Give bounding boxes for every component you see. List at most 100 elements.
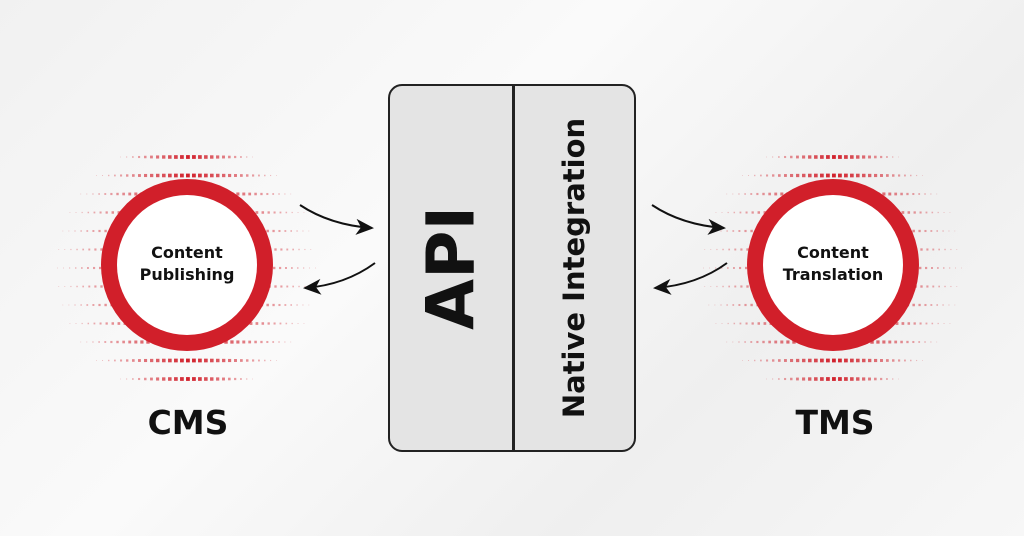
halftone-dot bbox=[925, 266, 928, 270]
halftone-dot bbox=[86, 304, 89, 306]
halftone-dot bbox=[104, 303, 107, 307]
halftone-dot bbox=[272, 229, 275, 233]
halftone-dot bbox=[291, 267, 293, 269]
halftone-dot bbox=[246, 174, 249, 177]
halftone-dot bbox=[738, 341, 740, 343]
halftone-dot bbox=[186, 173, 190, 178]
halftone-dot bbox=[114, 359, 116, 362]
halftone-dot bbox=[937, 267, 939, 269]
halftone-dot bbox=[296, 304, 298, 306]
halftone-dot bbox=[728, 248, 731, 251]
halftone-dot bbox=[110, 192, 113, 196]
halftone-dot bbox=[302, 304, 304, 306]
halftone-dot bbox=[954, 230, 956, 232]
halftone-dot bbox=[156, 155, 160, 159]
halftone-dot bbox=[876, 340, 880, 344]
halftone-dot bbox=[913, 322, 916, 325]
halftone-dot bbox=[192, 377, 196, 381]
halftone-dot bbox=[86, 341, 88, 343]
halftone-dot bbox=[820, 377, 824, 381]
halftone-dot bbox=[272, 341, 275, 343]
halftone-dot bbox=[240, 156, 242, 158]
halftone-dot bbox=[750, 341, 753, 343]
halftone-dot bbox=[796, 155, 799, 159]
halftone-dot bbox=[116, 340, 119, 344]
halftone-dot bbox=[198, 173, 202, 178]
halftone-dot bbox=[898, 174, 901, 177]
halftone-dot bbox=[714, 230, 716, 232]
halftone-dot bbox=[210, 358, 214, 363]
halftone-dot bbox=[942, 230, 944, 232]
tms-circle-line-1: Content bbox=[797, 243, 869, 262]
halftone-dot bbox=[230, 340, 234, 344]
halftone-dot bbox=[290, 304, 293, 306]
halftone-dot bbox=[762, 192, 765, 196]
halftone-dot bbox=[722, 285, 724, 288]
halftone-dot bbox=[138, 155, 141, 159]
halftone-dot bbox=[162, 155, 166, 159]
halftone-dot bbox=[727, 211, 729, 214]
halftone-dot bbox=[925, 211, 928, 214]
halftone-dot bbox=[272, 193, 275, 195]
halftone-dot bbox=[874, 377, 877, 381]
halftone-dot bbox=[919, 322, 922, 325]
halftone-dot bbox=[64, 249, 66, 250]
halftone-dot bbox=[820, 155, 824, 159]
halftone-dot bbox=[242, 192, 246, 196]
halftone-dot bbox=[924, 193, 926, 195]
halftone-dot bbox=[150, 377, 153, 381]
halftone-dot bbox=[768, 340, 771, 344]
halftone-dot bbox=[944, 248, 946, 251]
halftone-dot bbox=[102, 359, 104, 362]
halftone-dot bbox=[87, 211, 90, 214]
halftone-dot bbox=[720, 230, 722, 232]
halftone-dot bbox=[874, 173, 878, 178]
halftone-dot bbox=[258, 174, 260, 177]
halftone-dot bbox=[270, 359, 272, 362]
halftone-dot bbox=[930, 193, 932, 195]
halftone-dot bbox=[751, 211, 754, 214]
halftone-dot bbox=[750, 193, 753, 195]
halftone-dot bbox=[739, 211, 742, 214]
cms-circle-inner bbox=[117, 195, 257, 335]
halftone-dot bbox=[950, 248, 952, 251]
halftone-dot bbox=[228, 358, 232, 363]
halftone-dot bbox=[932, 285, 935, 288]
halftone-dot bbox=[894, 192, 898, 196]
halftone-dot bbox=[912, 303, 915, 307]
halftone-dot bbox=[120, 174, 123, 177]
halftone-dot bbox=[69, 212, 71, 213]
halftone-dot bbox=[931, 322, 934, 325]
halftone-dot bbox=[120, 156, 121, 158]
halftone-dot bbox=[234, 174, 237, 177]
halftone-dot bbox=[931, 267, 933, 269]
halftone-dot bbox=[70, 248, 72, 251]
halftone-dot bbox=[886, 156, 888, 158]
halftone-dot bbox=[132, 156, 134, 158]
halftone-dot bbox=[948, 230, 950, 232]
halftone-dot bbox=[296, 230, 298, 232]
halftone-dot bbox=[880, 377, 883, 381]
halftone-dot bbox=[134, 340, 138, 344]
halftone-dot bbox=[280, 285, 283, 288]
halftone-dot bbox=[961, 267, 962, 269]
halftone-dot bbox=[880, 155, 883, 159]
halftone-dot bbox=[57, 267, 58, 269]
arrow-cms-to-api bbox=[299, 204, 374, 235]
halftone-dot bbox=[868, 155, 871, 159]
halftone-dot bbox=[778, 174, 781, 177]
halftone-dot bbox=[886, 174, 889, 177]
halftone-dot bbox=[826, 173, 830, 178]
halftone-dot bbox=[918, 341, 921, 343]
halftone-dot bbox=[174, 358, 178, 363]
halftone-dot bbox=[814, 358, 818, 363]
halftone-dot bbox=[108, 359, 110, 362]
halftone-dot bbox=[68, 230, 70, 232]
halftone-dot bbox=[727, 267, 729, 269]
halftone-dot bbox=[898, 359, 901, 362]
halftone-dot bbox=[826, 155, 830, 159]
halftone-dot bbox=[140, 340, 144, 344]
halftone-dot bbox=[906, 340, 909, 344]
halftone-dot bbox=[144, 358, 148, 363]
